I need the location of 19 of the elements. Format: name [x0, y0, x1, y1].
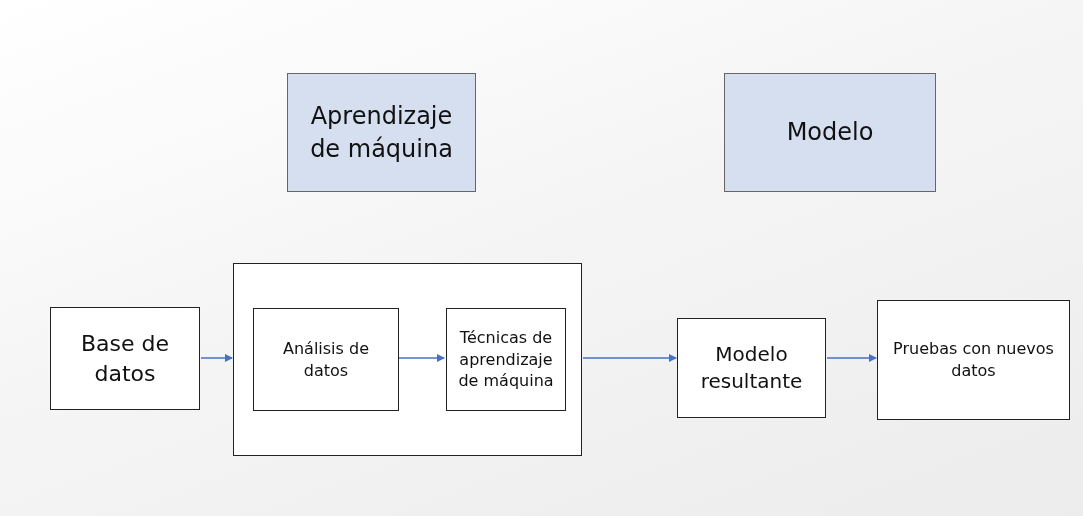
box-label: Modelo resultante: [699, 341, 804, 395]
process-box: [877, 300, 1070, 420]
arrow: [826, 354, 877, 362]
box-label: Aprendizaje de máquina: [309, 101, 454, 165]
container-box: [233, 263, 582, 456]
arrow: [582, 354, 677, 362]
process-box: [446, 308, 566, 411]
process-box: [253, 308, 399, 411]
header-box: [287, 73, 476, 192]
process-box: [50, 307, 200, 410]
header-box: [724, 73, 936, 192]
arrow: [200, 354, 233, 362]
arrow: [398, 354, 445, 362]
box-label: Análisis de datos: [282, 337, 370, 382]
box-label: Técnicas de aprendizaje de máquina: [457, 327, 555, 392]
box-label: Pruebas con nuevos datos: [892, 338, 1055, 382]
process-box: [677, 318, 826, 418]
box-label: Base de datos: [79, 329, 171, 388]
box-label: Modelo: [786, 117, 874, 149]
